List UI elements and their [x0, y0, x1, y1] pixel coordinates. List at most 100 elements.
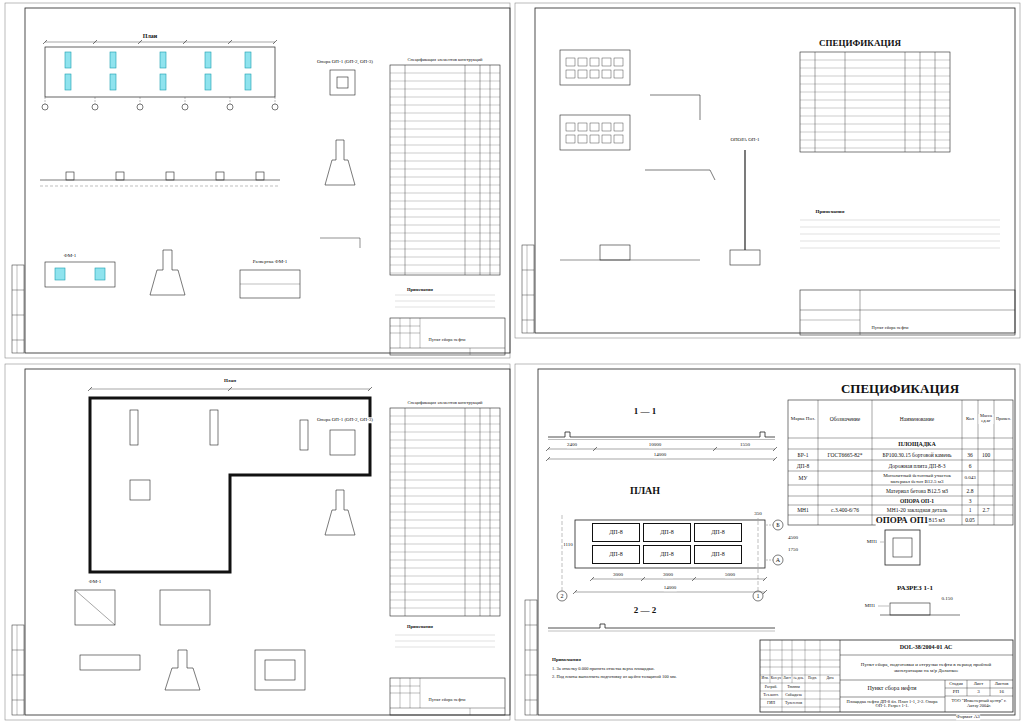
- drawing-label: 1750: [788, 547, 798, 553]
- table-col-line: [490, 408, 491, 616]
- drawing-label: ПЛОЩАДКА: [898, 440, 936, 447]
- detail-outline: [240, 270, 300, 298]
- axis-circle: [227, 104, 233, 110]
- title-block-line: [390, 333, 420, 334]
- title-block-line: [470, 348, 471, 355]
- axis-line: [275, 97, 276, 104]
- table-row-line: [800, 76, 950, 77]
- drawing-label: 1. За отметку 0.000 принята отметка верх…: [552, 667, 655, 672]
- dimension-tick: [43, 40, 47, 44]
- drawing-label: 6: [969, 462, 972, 468]
- table-row-line: [390, 416, 500, 417]
- note-line: [395, 635, 495, 636]
- detail-outline: [75, 590, 115, 625]
- drawing-label: СПЕЦИФИКАЦИЯ: [841, 382, 959, 396]
- table-row-line: [390, 185, 500, 186]
- slab-mark: [614, 135, 623, 143]
- table-row-line: [788, 485, 1013, 486]
- drawing-label: Формат А3: [956, 714, 980, 720]
- table-row-line: [800, 132, 950, 133]
- drawing-label: ФМ-1: [64, 253, 77, 259]
- detail-outline: [160, 590, 210, 625]
- site-outline: [90, 398, 370, 572]
- drawing-label: Примечания: [407, 625, 433, 630]
- slab-mark: [130, 480, 150, 500]
- table-row-line: [788, 505, 1013, 506]
- dimension-tick: [773, 457, 777, 461]
- footing-mark: [166, 172, 174, 180]
- table-col-line: [465, 408, 466, 616]
- table-row-line: [390, 568, 500, 569]
- drawing-label: РАЗРЕЗ 1-1: [897, 585, 933, 593]
- dimension-tick: [546, 457, 550, 461]
- drawing-label: Лист: [783, 677, 791, 681]
- drawing-label: ОПОРА ОП-1: [730, 137, 759, 143]
- stamp-strip-line: [525, 700, 537, 701]
- table-row-line: [788, 449, 1013, 450]
- footing-section: [150, 250, 185, 295]
- drawing-label: 2 — 2: [634, 606, 657, 616]
- drawing-label: ПЛАН: [630, 485, 660, 496]
- table-row-line: [390, 121, 500, 122]
- drawing-label: 0.043: [964, 475, 975, 481]
- title-block: [390, 678, 505, 715]
- dimension-tick: [228, 387, 232, 391]
- note-line: [800, 227, 1000, 228]
- table-row-line: [800, 100, 950, 101]
- support-plan: [885, 530, 920, 565]
- drawing-label: Пункт сбора нефти: [872, 326, 909, 331]
- drawing-label: 100: [982, 452, 990, 458]
- dimension-tick: [573, 590, 577, 594]
- drawing-label: Монолитный бетонный участок материал бет…: [874, 473, 960, 484]
- table-row-line: [390, 432, 500, 433]
- axis-line: [766, 525, 773, 526]
- dimension-tick: [773, 447, 777, 451]
- drawing-label: 1550: [740, 442, 750, 448]
- road-slab: ДП-8: [694, 545, 742, 564]
- axis-line: [758, 518, 759, 591]
- drawing-label: РП: [953, 689, 959, 695]
- note-line: [800, 248, 1000, 249]
- drawing-label: Площадка нефти ДП-8 бл. План 1-1, 2-2. О…: [842, 700, 942, 710]
- title-block-line: [760, 699, 840, 700]
- drawing-label: 16: [999, 689, 1004, 695]
- table-frame: [788, 400, 1013, 525]
- road-slab: ДП-8: [643, 523, 691, 542]
- road-slab: ДП-8: [694, 523, 742, 542]
- detail-line: [650, 95, 700, 120]
- table-row-line: [390, 488, 500, 489]
- dimension-line: [592, 579, 765, 580]
- drawing-label: Примечания: [407, 288, 433, 293]
- dimension-line: [548, 449, 775, 450]
- road-slab: ДП-8: [592, 523, 640, 542]
- table-row-line: [800, 148, 950, 149]
- drawing-label: Спецификация элементов конструкций: [408, 58, 483, 63]
- title-block-line: [390, 693, 420, 694]
- table-row-line: [390, 440, 500, 441]
- drawing-label: № док.: [793, 677, 804, 681]
- support-section: [325, 490, 355, 535]
- note-line: [395, 641, 495, 642]
- slab-mark: [614, 123, 623, 131]
- title-block: [390, 318, 505, 355]
- slab-mark: [566, 58, 575, 66]
- title-block-line: [390, 708, 505, 709]
- drawing-label: Изм.: [761, 677, 768, 681]
- drawing-label: 3000: [663, 572, 673, 578]
- leader-line: [878, 606, 889, 607]
- support-plan: [330, 430, 355, 455]
- drawing-label: ОПОРА ОП1: [876, 516, 929, 526]
- stamp-strip-line: [12, 675, 24, 676]
- dimension-line: [548, 459, 775, 460]
- plan-outline: [575, 520, 765, 568]
- drawing-label: Кол: [966, 416, 974, 422]
- drawing-label: Пункт сбора нефти: [867, 685, 916, 692]
- table-col-line: [962, 400, 963, 525]
- dimension-line: [45, 42, 275, 43]
- axis-line: [140, 97, 141, 104]
- stamp-strip-line: [17, 625, 18, 715]
- title-block-line: [410, 678, 411, 708]
- table-row-line: [390, 249, 500, 250]
- drawing-label: ГОСТ6665-82*: [827, 452, 862, 458]
- drawing-label: DOL-38/2004-01 АС: [900, 644, 953, 651]
